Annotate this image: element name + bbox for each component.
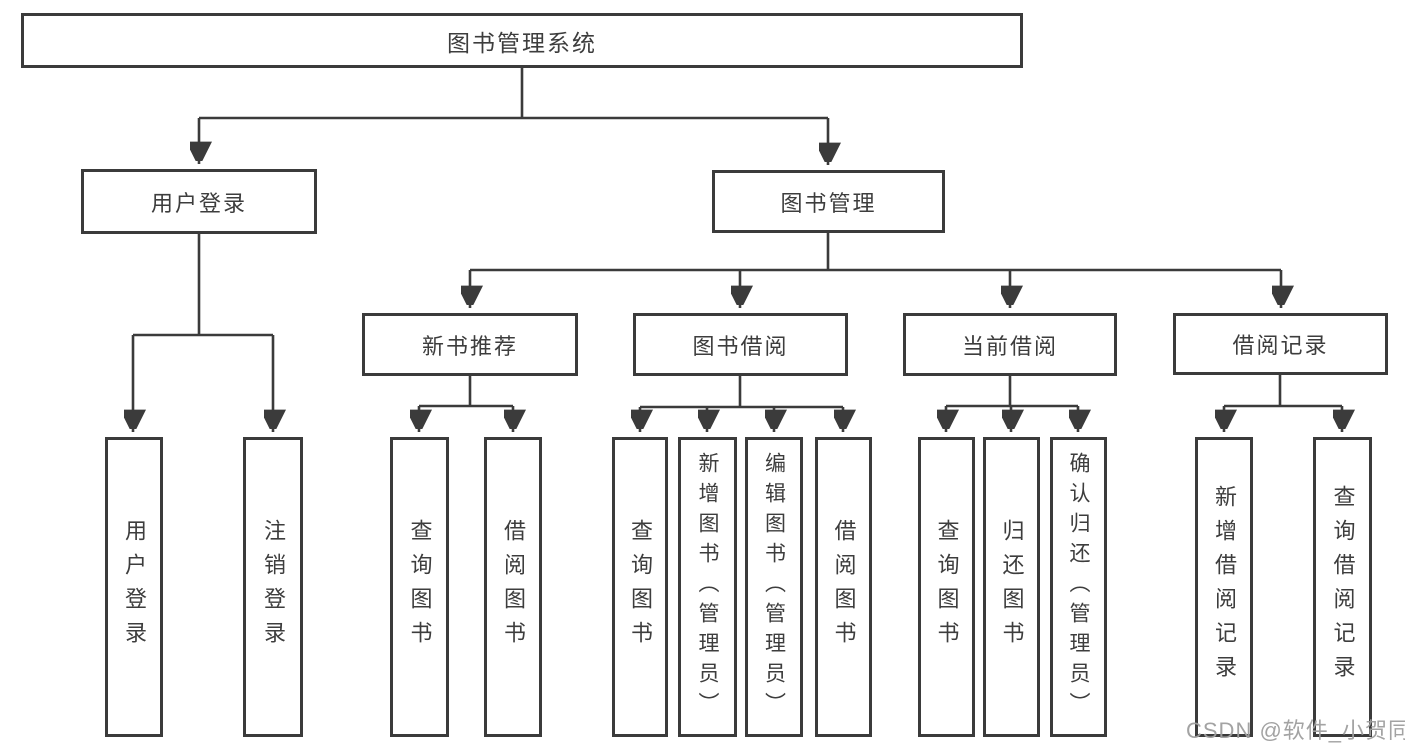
leaf-query-books-under-recommendation: 查询图书 [390,437,449,737]
node-root-library-management-system: 图书管理系统 [21,13,1023,68]
leaf-add-borrow-record: 新增借阅记录 [1195,437,1253,737]
node-current-borrowing: 当前借阅 [903,313,1117,376]
leaf-borrow-books-under-borrowing: 借阅图书 [815,437,872,737]
leaf-logout: 注销登录 [243,437,303,737]
leaf-return-books: 归还图书 [983,437,1040,737]
node-borrowing-records: 借阅记录 [1173,313,1388,375]
node-user-login: 用户登录 [81,169,317,234]
leaf-confirm-return-admin: 确认归还（管理员） [1050,437,1107,737]
leaf-query-books-under-borrowing: 查询图书 [612,437,668,737]
leaf-query-books-under-current: 查询图书 [918,437,975,737]
csdn-watermark: CSDN @软件_小贺同学 [1186,718,1405,743]
leaf-add-books-admin: 新增图书（管理员） [678,437,737,737]
node-new-book-recommendation: 新书推荐 [362,313,578,376]
leaf-borrow-books-under-recommendation: 借阅图书 [484,437,542,737]
leaf-edit-books-admin: 编辑图书（管理员） [745,437,803,737]
leaf-user-login: 用户登录 [105,437,163,737]
leaf-query-borrow-record: 查询借阅记录 [1313,437,1372,737]
node-book-management: 图书管理 [712,170,945,233]
node-book-borrowing: 图书借阅 [633,313,848,376]
